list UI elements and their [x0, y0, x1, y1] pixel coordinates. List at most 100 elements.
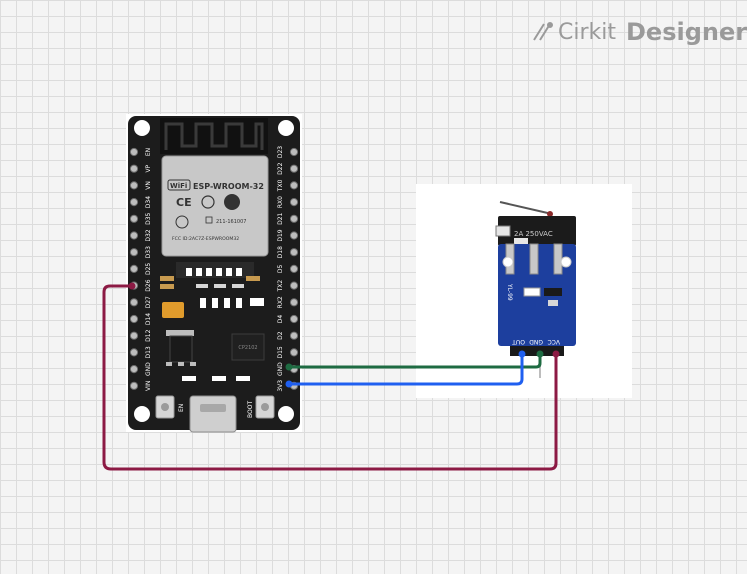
voltage-regulator: [166, 330, 196, 366]
pin-left-d13[interactable]: [129, 348, 139, 357]
pin-label-right: D22: [277, 162, 284, 174]
switch-terminal: [529, 243, 539, 275]
pin-left-d27[interactable]: [129, 298, 139, 307]
wire-gnd-to-gnd[interactable]: [289, 354, 542, 369]
pin-label-left: VN: [145, 181, 152, 190]
logo-product: Designer: [626, 18, 747, 46]
pin-right-rx0[interactable]: [289, 198, 299, 207]
pin-right-rx2[interactable]: [289, 298, 299, 307]
pin-right-d5[interactable]: [289, 264, 299, 273]
esp32-board[interactable]: WiFi ESP-WROOM-32 CE 211-161007 FCC ID:2…: [126, 114, 302, 433]
en-label: EN: [178, 404, 185, 412]
cirkit-designer-logo: Cirkit Designer: [532, 18, 747, 46]
resistor: [212, 376, 226, 381]
pin-right-d22[interactable]: [289, 164, 299, 173]
smd-parts: [160, 268, 264, 308]
cert-id: 211-161007: [216, 219, 246, 225]
wroom-shield: [161, 155, 269, 257]
wifi-logo: WiFi: [167, 179, 191, 191]
pin-label-right: D18: [277, 246, 284, 258]
pin-left-d12[interactable]: [129, 331, 139, 340]
recycling-icon: [201, 195, 215, 209]
smd-resistor: [523, 287, 541, 297]
pcb-hole: [502, 256, 514, 268]
right-pin-header: D23D22TX0RX0D21D19D18D5TX2RX2D4D2D15GND3…: [277, 146, 299, 392]
endpoint-switch-vcc: [552, 350, 560, 358]
pin-left-d33[interactable]: [129, 248, 139, 257]
pin-label-right: D2: [277, 331, 284, 340]
telec-icon: [175, 215, 189, 229]
pin-label-right: TX2: [277, 280, 284, 293]
pin-right-tx0[interactable]: [289, 181, 299, 190]
fcc-id: FCC ID:2AC7Z-ESPWROOM32: [172, 236, 239, 242]
pin-label-left: D33: [145, 246, 152, 258]
pin-right-d23[interactable]: [289, 147, 299, 157]
switch-lever: [499, 201, 553, 215]
smd-led: [544, 288, 562, 296]
pin-label-right: RX2: [277, 296, 284, 308]
pin-left-d25[interactable]: [129, 264, 139, 273]
endpoint-esp-d26: [128, 282, 136, 290]
mount-hole: [134, 406, 150, 422]
pin-right-d2[interactable]: [289, 331, 299, 340]
antenna-trace: [164, 122, 264, 150]
lever-roller: [547, 211, 553, 217]
ce-mark: CE: [176, 196, 192, 209]
pin-left-d32[interactable]: [129, 231, 139, 240]
endpoint-esp-3v3: [285, 380, 293, 388]
en-button[interactable]: [155, 395, 175, 419]
pin-left-d35[interactable]: [129, 214, 139, 223]
pin-label-right: GND: [277, 362, 284, 376]
limit-switch-module[interactable]: 2A 250VAC YL-99 OUT GND VCC: [416, 184, 632, 398]
board-label: YL-99: [506, 283, 513, 301]
resistor: [236, 376, 250, 381]
logo-name: Cirkit: [558, 19, 616, 45]
pcb-hole: [560, 256, 572, 268]
endpoint-switch-out: [518, 350, 526, 358]
switch-terminal: [553, 243, 563, 275]
boot-label: BOOT: [247, 401, 254, 418]
smd-capacitor: [548, 300, 558, 306]
boot-button[interactable]: [255, 395, 275, 419]
pin-left-d34[interactable]: [129, 198, 139, 207]
pin-label-left: D14: [145, 313, 152, 325]
pin-right-d4[interactable]: [289, 314, 299, 324]
pin-right-tx2[interactable]: [289, 281, 299, 290]
micro-usb-port: [189, 395, 237, 433]
r-mark-icon: [205, 216, 213, 224]
pin-label-left: EN: [145, 148, 152, 156]
pin-left-vn[interactable]: [129, 181, 139, 190]
pin-left-d14[interactable]: [129, 314, 139, 324]
pin-label-left: D26: [145, 279, 152, 291]
mount-hole: [278, 120, 294, 136]
wire-3v3-to-out[interactable]: [289, 354, 524, 386]
pin-label-right: D15: [277, 346, 284, 358]
pin-label-left: VIN: [145, 381, 152, 391]
pin-left-gnd[interactable]: [129, 365, 139, 374]
capacitor: [162, 302, 184, 318]
pin-label-left: GND: [145, 362, 152, 376]
wire-d26-to-vcc[interactable]: [102, 284, 558, 471]
pin-label-right: TX0: [277, 179, 284, 192]
pin-label-left: D25: [145, 263, 152, 275]
pin-right-d21[interactable]: [289, 214, 299, 223]
pin-label-right: D19: [277, 229, 284, 241]
pin-left-vp[interactable]: [129, 164, 139, 173]
pin-label-left: D32: [145, 229, 152, 241]
pin-label-right: D21: [277, 212, 284, 224]
pin-right-d19[interactable]: [289, 231, 299, 240]
pin-left-vin[interactable]: [129, 381, 139, 390]
pin-right-d18[interactable]: [289, 248, 299, 257]
mount-hole: [134, 120, 150, 136]
pin-label-right: 3V3: [277, 380, 284, 392]
pin-left-en[interactable]: [129, 147, 139, 157]
mount-hole: [278, 406, 294, 422]
cirkit-logo-icon: [533, 22, 553, 41]
switch-mount: [495, 225, 511, 237]
pin-right-d15[interactable]: [289, 348, 299, 357]
pin-label-gnd: GND: [529, 338, 543, 345]
espressif-icon: [224, 194, 240, 210]
pin-label-left: D27: [145, 296, 152, 308]
pin-label-right: D5: [277, 264, 284, 273]
